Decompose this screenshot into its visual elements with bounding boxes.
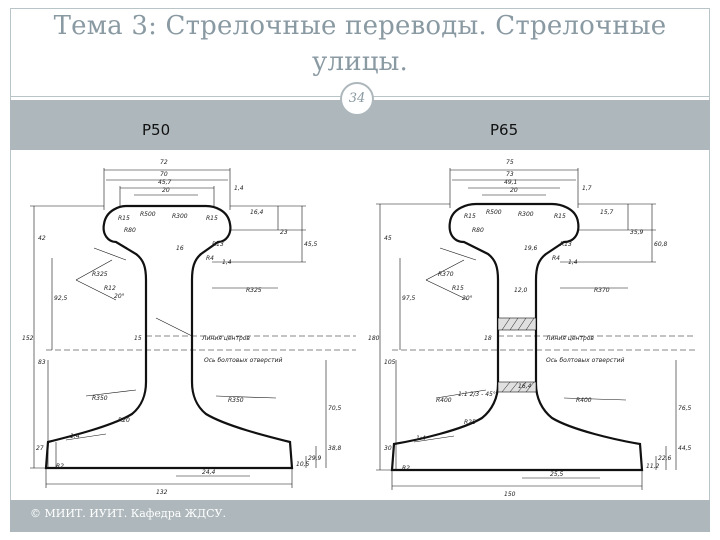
rail-profile-p50: 72 70 45,7 20 1,4 16,4 23 45,5 42 R15 R5… xyxy=(22,159,356,496)
rail-profile-p65: 75 73 49,1 20 1,7 15,7 35,9 60,8 45 R15 … xyxy=(368,159,696,498)
p65-slope-pos: 1:1 2/3 - 45° xyxy=(458,391,496,398)
footer-band xyxy=(10,500,710,532)
p65-r400-right: R400 xyxy=(576,397,592,404)
p50-deg-20: 20° xyxy=(114,293,125,300)
p65-r4: R4 xyxy=(552,255,560,262)
p65-dim-30: 30 xyxy=(384,445,392,452)
p50-r350-right: R350 xyxy=(228,397,244,404)
p50-dim-27: 27 xyxy=(36,445,44,452)
p65-dim-60-8: 60,8 xyxy=(654,241,668,248)
p50-r300: R300 xyxy=(172,213,188,220)
p50-centerline: Линия центров xyxy=(201,335,250,342)
p65-r80: R80 xyxy=(472,227,484,234)
p50-dim-16-4: 16,4 xyxy=(250,209,264,216)
p50-r15-left: R15 xyxy=(118,215,130,222)
slide-title: Тема 3: Стрелочные переводы. Стрелочные … xyxy=(20,8,700,80)
p50-r80: R80 xyxy=(124,227,136,234)
rail-label-p65: Р65 xyxy=(490,121,519,139)
p50-dim-45-5: 45,5 xyxy=(304,241,318,248)
p65-dim-16-4: 16,4 xyxy=(518,383,532,390)
p50-dim-70-5: 70,5 xyxy=(328,405,342,412)
p50-r325-right: R325 xyxy=(246,287,262,294)
p65-dim-49: 49,1 xyxy=(504,179,517,186)
p65-r300: R300 xyxy=(518,211,534,218)
p50-dim-92-5: 92,5 xyxy=(54,295,68,302)
page-number: 34 xyxy=(340,82,374,116)
p50-r2: R2 xyxy=(56,463,64,470)
p65-r370-left: R370 xyxy=(438,271,454,278)
p65-centerline: Линия центров xyxy=(545,335,594,342)
p50-dim-42: 42 xyxy=(38,235,46,242)
rail-label-p50: Р50 xyxy=(142,121,171,139)
p65-dim-1-7: 1,7 xyxy=(582,185,592,192)
p65-dim-15-7: 15,7 xyxy=(600,209,614,216)
p65-r15-left: R15 xyxy=(464,213,476,220)
p65-r500: R500 xyxy=(486,209,502,216)
p50-dim-152: 152 xyxy=(22,335,34,342)
p65-dim-180: 180 xyxy=(368,335,380,342)
p50-r12: R12 xyxy=(104,285,116,292)
p50-dim-20: 20 xyxy=(162,187,170,194)
p50-r15-right: R15 xyxy=(206,215,218,222)
p65-dim-105: 105 xyxy=(384,359,396,366)
p50-dim-38-8: 38,8 xyxy=(328,445,342,452)
p65-dim-19-6: 19,6 xyxy=(524,245,538,252)
p65-dim-12: 12,0 xyxy=(514,287,528,294)
p50-dim-132: 132 xyxy=(156,489,168,496)
p65-dim-45: 45 xyxy=(384,235,392,242)
p50-r325-left: R325 xyxy=(92,271,108,278)
footer-copyright: © МИИТ. ИУИТ. Кафедра ЖДСУ. xyxy=(30,507,226,520)
p50-dim-70: 70 xyxy=(160,171,168,178)
p65-r2: R2 xyxy=(402,465,410,472)
p65-dim-44-5: 44,5 xyxy=(678,445,692,452)
p65-r15b: R15 xyxy=(452,285,464,292)
p50-dim-23: 23 xyxy=(280,229,288,236)
p50-r350-left: R350 xyxy=(92,395,108,402)
p50-slope: 1:4 xyxy=(70,433,80,440)
p65-dim-25-5: 25,5 xyxy=(550,471,564,478)
title-line-2: улицы. xyxy=(311,47,409,77)
p65-dim-150: 150 xyxy=(504,491,516,498)
p50-dim-29-9: 29,9 xyxy=(308,455,322,462)
p65-dim-76-5: 76,5 xyxy=(678,405,692,412)
p50-r500: R500 xyxy=(140,211,156,218)
p50-r20: R20 xyxy=(118,417,130,424)
p50-dim-1-4: 1,4 xyxy=(234,185,244,192)
p65-r370-right: R370 xyxy=(594,287,610,294)
p50-dim-16: 16 xyxy=(176,245,184,252)
p50-dim-15: 15 xyxy=(134,335,142,342)
p50-r4: R4 xyxy=(206,255,214,262)
p65-dim-35-9: 35,9 xyxy=(630,229,644,236)
p65-r400-left: R400 xyxy=(436,397,452,404)
p65-dim-75: 75 xyxy=(506,159,514,166)
p65-slope: 1:4 xyxy=(416,435,426,442)
p65-dim-73: 73 xyxy=(506,171,514,178)
p65-deg: 20° xyxy=(462,295,473,302)
p50-dim-45: 45,7 xyxy=(158,179,172,186)
p65-dim-18: 18 xyxy=(484,335,492,342)
p50-dim-24-4: 24,4 xyxy=(202,469,216,476)
p50-dim-1-4b: 1,4 xyxy=(222,259,232,266)
p65-dim-22-6: 22,6 xyxy=(658,455,672,462)
title-line-1: Тема 3: Стрелочные переводы. Стрелочные xyxy=(53,11,667,41)
p65-r25: R25 xyxy=(464,419,476,426)
rail-profiles-drawing: 72 70 45,7 20 1,4 16,4 23 45,5 42 R15 R5… xyxy=(16,150,704,500)
p65-dim-20: 20 xyxy=(510,187,518,194)
p65-bolt-axis: Ось болтовых отверстий xyxy=(546,357,624,364)
p50-dim-72: 72 xyxy=(160,159,168,166)
p50-dim-83: 83 xyxy=(38,359,46,366)
p65-r13: R13 xyxy=(560,241,572,248)
p65-dim-11-2: 11,2 xyxy=(646,463,660,470)
p50-bolt-axis: Ось болтовых отверстий xyxy=(204,357,282,364)
p50-r13: R13 xyxy=(212,241,224,248)
p65-dim-1-4: 1,4 xyxy=(568,259,578,266)
p65-dim-97-5: 97,5 xyxy=(402,295,416,302)
p50-dim-10-5: 10,5 xyxy=(296,461,310,468)
p65-r15-right: R15 xyxy=(554,213,566,220)
